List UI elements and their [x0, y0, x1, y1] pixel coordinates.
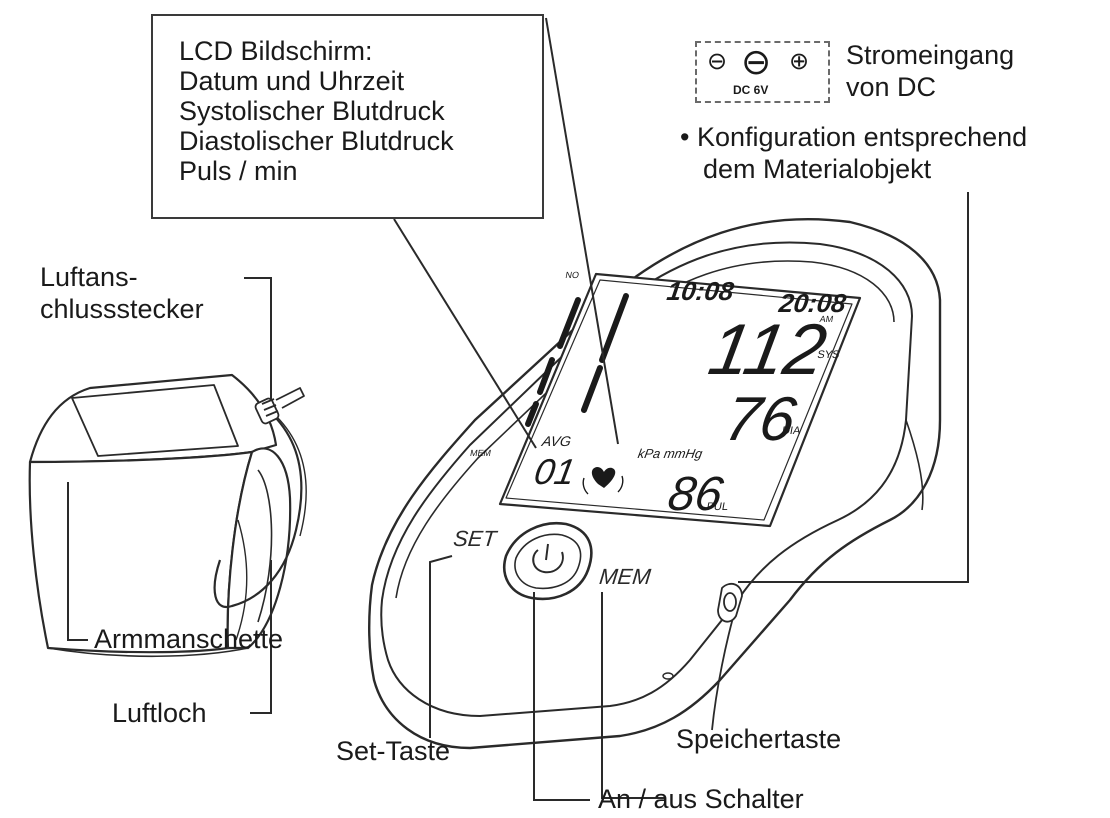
lcd-pul-tag: PUL	[706, 501, 729, 513]
lcd-screen-frame	[498, 272, 862, 528]
leader-memory-key	[601, 592, 664, 799]
dc-jack-drawing	[717, 582, 743, 623]
memory-key-label: Speichertaste	[676, 724, 842, 754]
lcd-callout-line-3: Systolischer Blutdruck	[179, 96, 445, 126]
cuff-label: Armmanschette	[94, 624, 284, 654]
lcd-date: 10:08	[665, 276, 736, 306]
leader-air-hole	[250, 560, 272, 714]
cuff-leader-lines	[67, 277, 272, 714]
lcd-screen-inner	[505, 279, 853, 521]
lcd-memory-index: 01	[531, 451, 578, 492]
power-button-drawing	[503, 521, 593, 601]
lcd-dia-tag: DIA	[781, 425, 802, 437]
on-off-switch-label: An / aus Schalter	[598, 784, 804, 814]
mem-button-label: MEM	[598, 564, 653, 589]
cuff-side-roll	[226, 447, 292, 650]
callout-leader-lines	[393, 17, 969, 801]
lcd-time: 20:08	[776, 288, 848, 318]
air-connector-plug	[254, 387, 305, 425]
lcd-left-segments	[525, 293, 629, 427]
power-input-label-2: von DC	[846, 72, 937, 102]
lcd-callout-line-2: Datum und Uhrzeit	[179, 66, 405, 96]
config-note-line-1: • Konfiguration entsprechend	[680, 122, 1028, 152]
leader-air-connector	[244, 277, 272, 400]
cuff-roll-line-1	[257, 469, 273, 623]
polarity-plus-icon: ⊕	[789, 48, 810, 75]
air-connector-label-1: Luftans-	[40, 262, 138, 292]
lcd-no-tag: NO	[565, 270, 580, 280]
air-connector-label-2: chlussstecker	[40, 294, 204, 324]
set-key-label: Set-Taste	[336, 736, 451, 766]
leader-on-off	[533, 592, 590, 801]
side-vent	[662, 672, 674, 680]
set-button-label: SET	[452, 526, 499, 551]
arm-cuff-drawing	[28, 373, 307, 658]
cuff-bottom-edge	[47, 647, 249, 658]
air-hose-inner	[275, 415, 307, 537]
cuff-front-face	[28, 450, 254, 654]
polarity-minus-icon: ⊖	[707, 48, 728, 75]
dc-input-symbol-box: ⊖ ⊖ ⊕ DC 6V	[695, 41, 830, 103]
lcd-callout-box: LCD Bildschirm: Datum und Uhrzeit Systol…	[151, 14, 544, 219]
lcd-diastolic: 76	[720, 384, 801, 453]
lcd-pulse: 86	[664, 467, 727, 521]
lcd-mem-tag: MEM	[469, 448, 492, 458]
lcd-am-tag: AM	[819, 314, 834, 324]
lcd-callout-line-4: Diastolischer Blutdruck	[179, 126, 454, 156]
cuff-top-flap	[28, 373, 278, 464]
lcd-callout-line-1: LCD Bildschirm:	[179, 36, 373, 66]
leader-set-key	[429, 555, 453, 738]
config-note-line-2: dem Materialobjekt	[703, 154, 932, 184]
lcd-avg: AVG	[540, 433, 573, 449]
lcd-heart-icon	[582, 467, 624, 495]
monitor-side-edge	[905, 419, 924, 511]
leader-cuff	[67, 482, 88, 641]
monitor-body-drawing	[368, 217, 942, 750]
air-hose	[213, 411, 303, 609]
air-hole-label: Luftloch	[112, 698, 207, 728]
lcd-unit: kPa mmHg	[637, 446, 705, 461]
lcd-callout-line-5: Puls / min	[179, 156, 298, 186]
lcd-display-content: 10:08 20:08 112 76 86 01 AVG kPa mmHg SY…	[469, 270, 848, 521]
power-input-label-1: Stromeingang	[846, 40, 1015, 70]
lcd-sys-tag: SYS	[816, 349, 840, 361]
leader-lcd-right	[545, 17, 619, 445]
plug-center-icon: ⊖	[741, 41, 772, 82]
cuff-roll-line-2	[235, 519, 248, 641]
dc-voltage-label: DC 6V	[733, 83, 769, 97]
lcd-systolic: 112	[703, 309, 832, 389]
leader-config	[738, 192, 969, 583]
leader-lcd-left	[393, 218, 537, 449]
cuff-velcro-strip	[71, 384, 239, 457]
